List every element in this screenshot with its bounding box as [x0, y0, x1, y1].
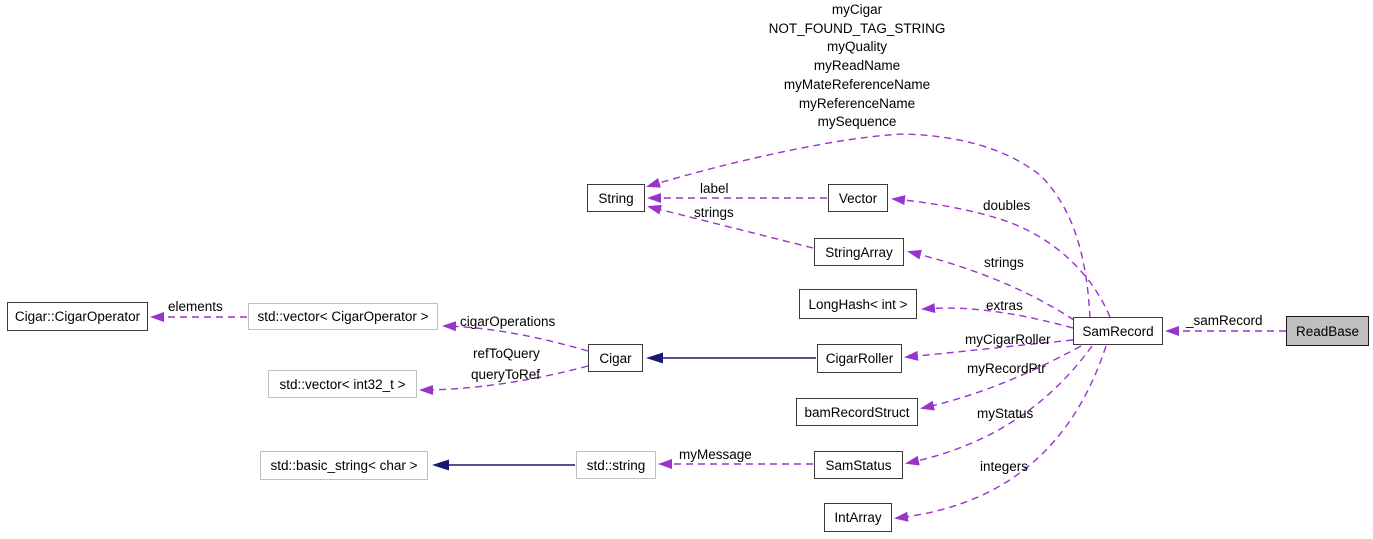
edge-label-reftoquery: refToQuery: [473, 346, 540, 361]
node-samrecord[interactable]: SamRecord: [1073, 317, 1163, 345]
member-label-mymatereferencename: myMateReferenceName: [783, 76, 931, 92]
node-string-label: String: [598, 190, 634, 206]
node-samstatus-label: SamStatus: [825, 457, 892, 473]
node-readbase-label: ReadBase: [1295, 323, 1360, 339]
node-std-vector-cigaroperator: std::vector< CigarOperator >: [248, 303, 438, 330]
member-label-mysequence: mySequence: [817, 114, 897, 130]
edge-samrecord-to-stringarray-strings: [907, 249, 1075, 321]
edge-label-label: label: [700, 181, 729, 196]
edge-stringarray-to-string-strings: [647, 204, 814, 249]
node-std-string-label: std::string: [586, 457, 646, 473]
edge-label-integers: integers: [980, 459, 1029, 474]
edge-label-extras: extras: [986, 298, 1023, 313]
member-label-notfoundtagstring: NOT_FOUND_TAG_STRING: [768, 20, 946, 36]
string-members-label-block: myCigar NOT_FOUND_TAG_STRING myQuality m…: [740, 1, 974, 132]
node-samrecord-label: SamRecord: [1082, 323, 1154, 339]
edge-label-cigaroperations: cigarOperations: [460, 314, 556, 329]
node-std-vector-cigaroperator-label: std::vector< CigarOperator >: [257, 309, 429, 324]
node-cigar-cigaroperator-label: Cigar::CigarOperator: [14, 309, 141, 324]
node-bamrecordstruct-label: bamRecordStruct: [804, 404, 910, 420]
node-readbase-current: ReadBase: [1286, 316, 1369, 346]
edge-label-elements: elements: [168, 299, 223, 314]
edge-label-strings-stringarray: strings: [984, 255, 1024, 270]
edge-label-strings-string: strings: [694, 205, 734, 220]
node-std-string: std::string: [576, 451, 656, 479]
edge-samrecord-to-intarray: [894, 345, 1107, 522]
node-vector[interactable]: Vector: [828, 184, 888, 212]
member-label-mycigar: myCigar: [831, 2, 883, 17]
edge-samrecord-to-longhash-extras: [921, 303, 1074, 329]
edge-samrecord-to-bamrecordstruct: [920, 345, 1082, 411]
node-stringarray-label: StringArray: [825, 244, 893, 260]
edge-label-samrecord-ref: _samRecord: [1186, 313, 1263, 328]
edge-label-querytoref: queryToRef: [471, 367, 541, 382]
edge-label-doubles: doubles: [983, 198, 1031, 213]
edge-cigar-to-vectorcigaroperator: [442, 321, 589, 352]
node-vector-label: Vector: [838, 190, 878, 206]
node-cigarroller[interactable]: CigarRoller: [817, 344, 902, 373]
member-label-myreadname: myReadName: [813, 58, 901, 74]
node-intarray[interactable]: IntArray: [824, 503, 892, 532]
edge-label-mycigarroller: myCigarRoller: [965, 332, 1051, 347]
node-stringarray[interactable]: StringArray: [814, 238, 904, 266]
node-intarray-label: IntArray: [834, 510, 882, 525]
node-std-vector-int32: std::vector< int32_t >: [268, 370, 417, 398]
node-std-vector-int32-label: std::vector< int32_t >: [279, 376, 406, 392]
edge-samrecord-to-samstatus: [905, 345, 1093, 466]
node-bamrecordstruct[interactable]: bamRecordStruct: [796, 398, 918, 426]
node-samstatus[interactable]: SamStatus: [814, 451, 903, 479]
node-std-basic-string: std::basic_string< char >: [260, 451, 428, 480]
edge-samrecord-to-string-members: [646, 133, 1091, 319]
node-cigar-cigaroperator[interactable]: Cigar::CigarOperator: [7, 302, 148, 331]
member-label-myquality: myQuality: [826, 39, 887, 55]
node-longhash-int-label: LongHash< int >: [808, 296, 908, 312]
node-string[interactable]: String: [587, 184, 645, 212]
edge-label-myrecordptr: myRecordPtr: [967, 361, 1046, 376]
edge-samrecord-to-vector-doubles: [891, 195, 1111, 318]
node-cigar[interactable]: Cigar: [588, 344, 643, 372]
edge-cigar-to-vectorint32: [419, 365, 589, 395]
edge-label-mystatus: myStatus: [977, 406, 1034, 421]
node-cigarroller-label: CigarRoller: [825, 351, 894, 366]
edge-label-mymessage: myMessage: [679, 447, 752, 462]
node-std-basic-string-label: std::basic_string< char >: [270, 458, 418, 473]
node-longhash-int[interactable]: LongHash< int >: [799, 289, 917, 319]
member-label-myreferencename: myReferenceName: [798, 95, 916, 111]
node-cigar-label: Cigar: [599, 350, 632, 366]
edge-samrecord-to-cigarroller: [904, 339, 1074, 361]
